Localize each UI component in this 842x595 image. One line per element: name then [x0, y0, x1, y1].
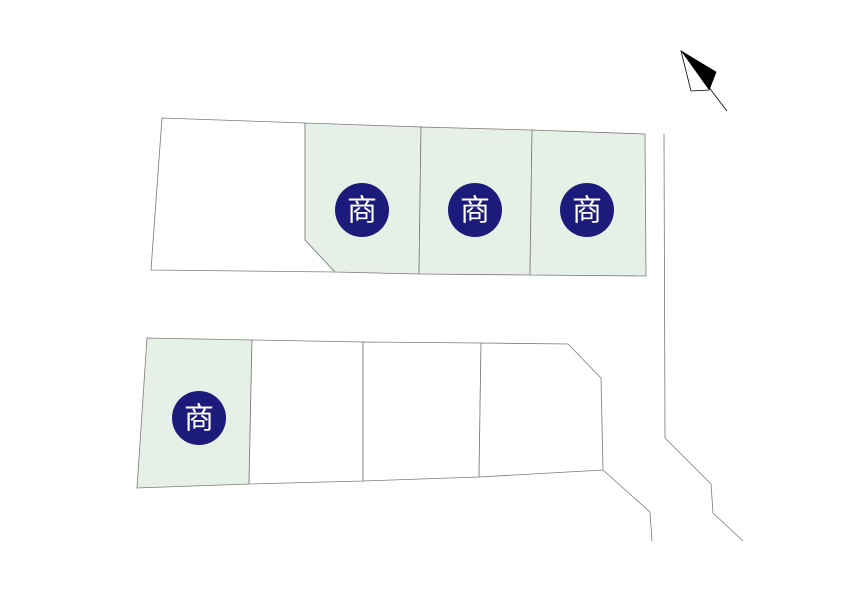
badges: 商 商 商 商: [172, 183, 614, 445]
bottom-lot-4[interactable]: [478, 342, 604, 478]
sold-badge: 商: [448, 183, 502, 237]
badge-label: 商: [347, 194, 377, 229]
sold-badge: 商: [560, 183, 614, 237]
bottom-lot-3[interactable]: [362, 341, 482, 482]
east-road-edge: [663, 133, 744, 542]
road-lines: [602, 133, 744, 542]
badge-label: 商: [184, 402, 214, 437]
sold-badge: 商: [335, 183, 389, 237]
bottom-lot-2[interactable]: [248, 339, 364, 485]
bottom-block: [136, 337, 604, 489]
south-road-edge: [602, 469, 653, 542]
sold-badge: 商: [172, 391, 226, 445]
badge-label: 商: [460, 194, 490, 229]
badge-label: 商: [572, 194, 602, 229]
north-arrow-icon: [680, 50, 728, 112]
